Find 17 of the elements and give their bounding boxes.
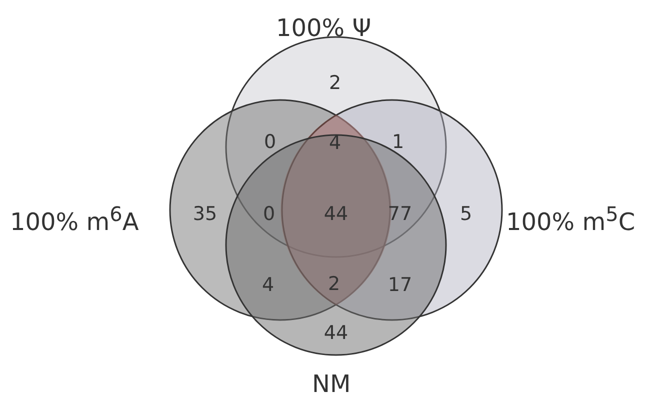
region-count: 44 bbox=[324, 322, 348, 344]
region-count: 1 bbox=[392, 131, 404, 153]
region-count: 0 bbox=[264, 131, 276, 153]
region-count: 17 bbox=[388, 274, 412, 296]
region-count: 44 bbox=[324, 203, 348, 225]
region-count: 77 bbox=[388, 203, 412, 225]
set-label: 100% m$^{6}$A bbox=[10, 201, 139, 236]
set-label: NM bbox=[312, 370, 351, 398]
region-count: 5 bbox=[460, 203, 472, 225]
region-count: 0 bbox=[262, 203, 276, 225]
region-count: 4 bbox=[328, 132, 342, 154]
region-count: 4 bbox=[262, 274, 274, 296]
region-count: 2 bbox=[328, 273, 340, 295]
set-label: 100% Ψ bbox=[276, 14, 372, 42]
set-label: 100% m$^{5}$C bbox=[506, 201, 636, 236]
region-count: 2 bbox=[328, 72, 342, 94]
region-count: 35 bbox=[192, 203, 218, 225]
